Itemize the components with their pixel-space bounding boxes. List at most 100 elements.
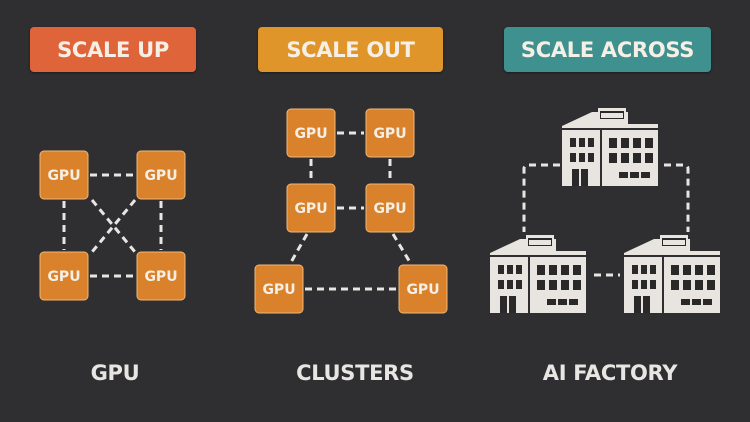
scale-up-gpu-node: GPU xyxy=(39,150,89,200)
scale-up-gpu-node: GPU xyxy=(39,251,89,301)
scale-out-gpu-node: GPU xyxy=(286,108,336,158)
building-window xyxy=(537,265,545,275)
nodes-layer: GPU GPU GPU GPU GPU GPU GPU GPU GPU GPU xyxy=(39,108,720,314)
building-window xyxy=(641,172,650,178)
building-window xyxy=(498,280,504,289)
building-window xyxy=(621,153,629,163)
gpu-node-box xyxy=(254,264,304,314)
building-window xyxy=(707,280,715,290)
dashed-link xyxy=(391,233,413,265)
building-window xyxy=(683,265,691,275)
building-window xyxy=(645,138,653,148)
building-icon-right xyxy=(624,235,720,313)
caption-ai-factory: AI FACTORY xyxy=(542,361,678,385)
building-rooftop-top xyxy=(529,240,551,245)
gpu-node-label: GPU xyxy=(262,282,295,298)
gpu-node-box xyxy=(39,251,89,301)
gpu-node-label: GPU xyxy=(373,126,406,142)
scale-out-gpu-node: GPU xyxy=(365,183,415,233)
gpu-node-box xyxy=(365,108,415,158)
scale-across-badge: SCALE ACROSS xyxy=(504,27,711,72)
building-window xyxy=(561,280,569,290)
building-window xyxy=(695,265,703,275)
building-door xyxy=(509,296,516,313)
building-window xyxy=(547,299,556,305)
building-rooftop-top xyxy=(601,113,623,118)
dashed-link xyxy=(522,163,560,232)
gpu-node-box xyxy=(286,183,336,233)
building-window xyxy=(573,265,581,275)
building-icon-top xyxy=(562,108,658,186)
scale-up-gpu-node: GPU xyxy=(136,251,186,301)
building-window xyxy=(630,172,639,178)
building-rooftop-top xyxy=(663,240,685,245)
building-window xyxy=(671,265,679,275)
gpu-node-box xyxy=(136,251,186,301)
caption-clusters: CLUSTERS xyxy=(296,361,414,385)
gpu-node-label: GPU xyxy=(47,269,80,285)
building-icon-left xyxy=(490,235,586,313)
building-door xyxy=(581,169,588,186)
building-window xyxy=(516,265,522,274)
building-window xyxy=(570,153,576,162)
building-window xyxy=(645,153,653,163)
building-window xyxy=(549,280,557,290)
gpu-node-label: GPU xyxy=(294,201,327,217)
building-door xyxy=(572,169,579,186)
building-door xyxy=(500,296,507,313)
building-window xyxy=(516,280,522,289)
building-window xyxy=(579,153,585,162)
building-window xyxy=(558,299,567,305)
building-door xyxy=(634,296,641,313)
dashed-link xyxy=(90,199,137,253)
building-window xyxy=(573,280,581,290)
gpu-node-label: GPU xyxy=(373,201,406,217)
gpu-node-label: GPU xyxy=(47,168,80,184)
scale-out-badge: SCALE OUT xyxy=(258,27,443,72)
building-window xyxy=(681,299,690,305)
building-door xyxy=(643,296,650,313)
building-window xyxy=(569,299,578,305)
building-window xyxy=(683,280,691,290)
building-window xyxy=(703,299,712,305)
links-layer xyxy=(62,131,690,291)
building-window xyxy=(632,280,638,289)
building-window xyxy=(507,280,513,289)
scale-up-gpu-node: GPU xyxy=(136,150,186,200)
gpu-node-label: GPU xyxy=(144,168,177,184)
scale-out-gpu-node: GPU xyxy=(398,264,448,314)
gpu-node-box xyxy=(398,264,448,314)
building-window xyxy=(621,138,629,148)
building-window xyxy=(650,280,656,289)
gpu-node-box xyxy=(286,108,336,158)
building-window xyxy=(537,280,545,290)
building-window xyxy=(633,153,641,163)
dashed-link xyxy=(90,199,137,253)
gpu-node-box xyxy=(39,150,89,200)
gpu-node-box xyxy=(136,150,186,200)
building-window xyxy=(650,265,656,274)
building-window xyxy=(619,172,628,178)
scale-out-gpu-node: GPU xyxy=(365,108,415,158)
building-window xyxy=(609,138,617,148)
scale-out-gpu-node: GPU xyxy=(254,264,304,314)
dashed-link xyxy=(664,163,690,232)
gpu-node-label: GPU xyxy=(406,282,439,298)
building-window xyxy=(579,138,585,147)
building-window xyxy=(641,265,647,274)
gpu-node-label: GPU xyxy=(294,126,327,142)
caption-gpu: GPU xyxy=(90,361,140,385)
building-window xyxy=(695,280,703,290)
building-window xyxy=(692,299,701,305)
building-window xyxy=(588,153,594,162)
building-window xyxy=(671,280,679,290)
building-window xyxy=(498,265,504,274)
building-window xyxy=(707,265,715,275)
building-window xyxy=(588,138,594,147)
gpu-node-box xyxy=(365,183,415,233)
building-window xyxy=(641,280,647,289)
building-window xyxy=(633,138,641,148)
gpu-node-label: GPU xyxy=(144,269,177,285)
building-window xyxy=(570,138,576,147)
